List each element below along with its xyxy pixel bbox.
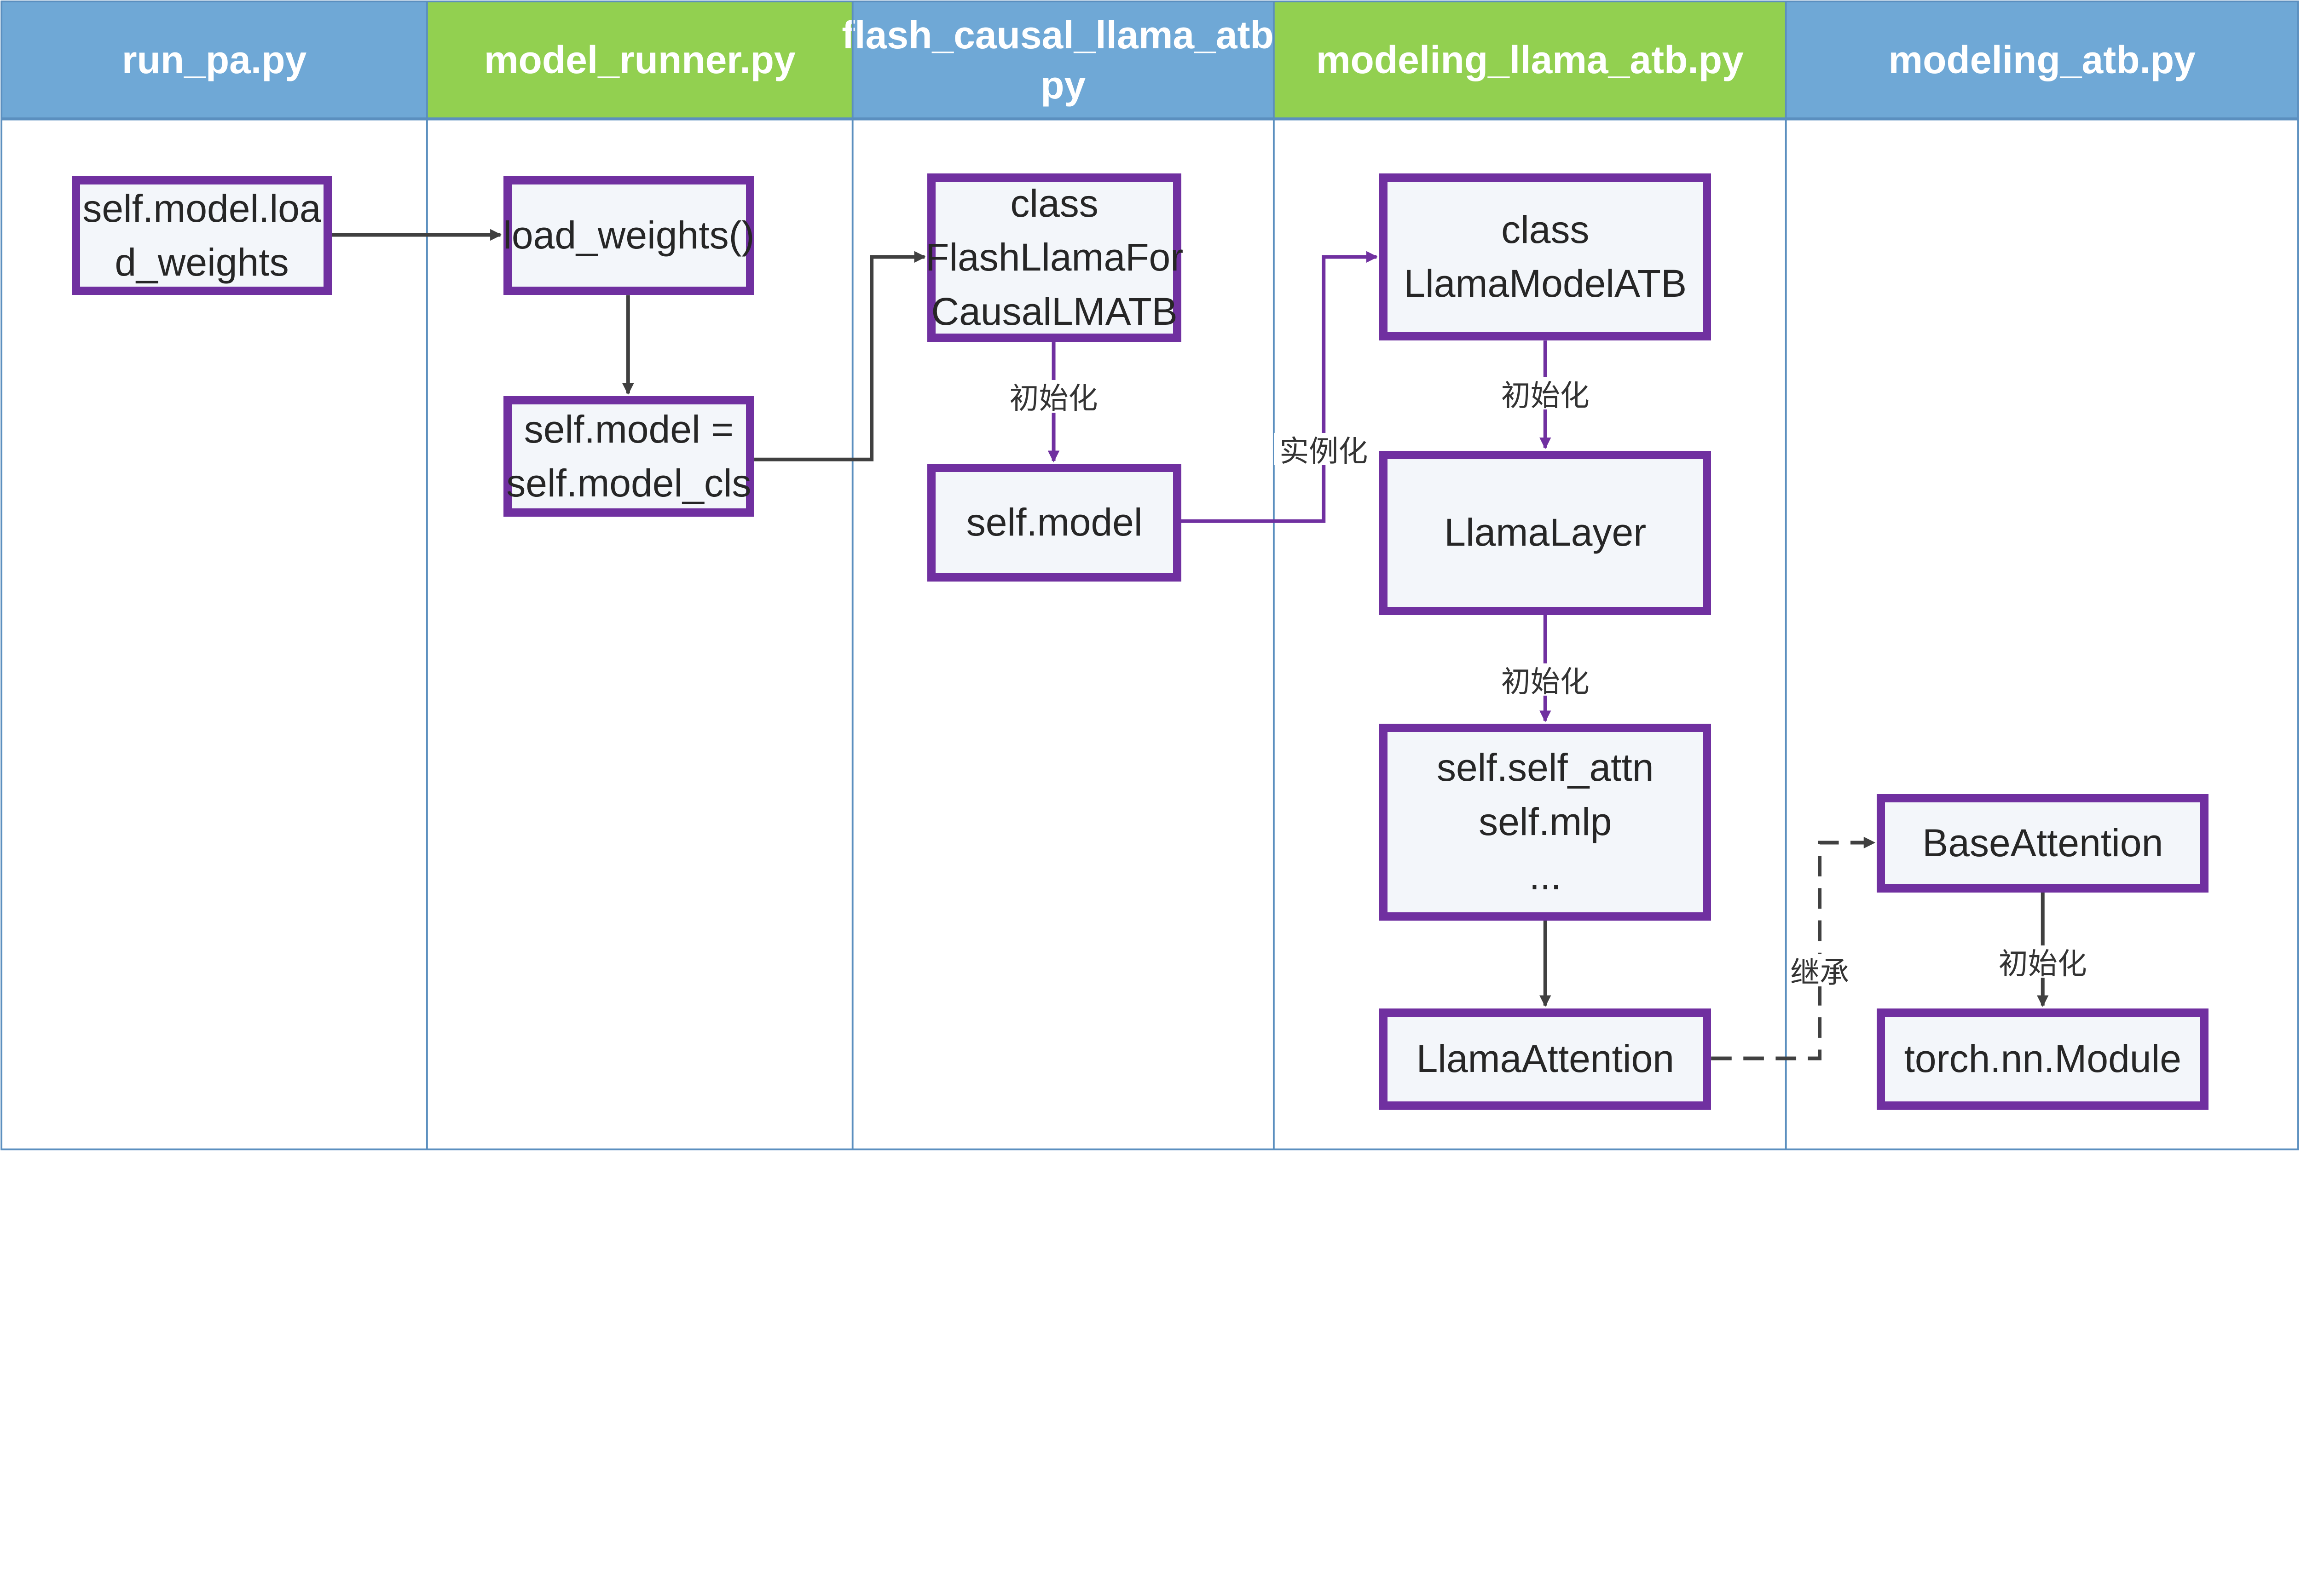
lane-title: model_runner.py <box>484 38 796 82</box>
node-torch-module[interactable]: torch.nn.Module <box>1877 1008 2209 1110</box>
node-text: self.model <box>966 501 1143 544</box>
node-text: self.self_attn <box>1436 746 1654 789</box>
lane-run-pa: run_pa.py <box>1 1 427 119</box>
node-text: BaseAttention <box>1922 821 2163 865</box>
lane-title: run_pa.py <box>121 38 307 82</box>
edge-label-init: 初始化 <box>1999 945 2087 980</box>
lane-title: flash_causal_llama_atb. <box>842 13 1285 57</box>
node-text: class <box>1010 181 1098 225</box>
arrow-model-assign-to-flash-class <box>754 251 926 461</box>
node-text: self.model = <box>524 407 734 451</box>
node-text: CausalLMATB <box>931 289 1178 333</box>
node-llama-model-class[interactable]: class LlamaModelATB <box>1379 173 1711 341</box>
edge-label-inherit: 继承 <box>1790 954 1849 989</box>
swimlane-diagram: run_pa.py model_runner.py flash_causal_l… <box>0 0 2299 1151</box>
lane-borders <box>0 0 2299 1151</box>
node-self-model[interactable]: self.model <box>927 464 1181 582</box>
lane-flash-causal-llama-atb: flash_causal_llama_atb. py <box>842 1 1284 119</box>
node-text: FlashLlamaFor <box>925 236 1184 279</box>
edge-label-init: 初始化 <box>1501 377 1590 412</box>
node-text: class <box>1501 207 1590 251</box>
node-load-call[interactable]: self.model.loa d_weights <box>72 176 332 295</box>
node-model-assign[interactable]: self.model = self.model_cls <box>503 396 755 517</box>
edge-label-instantiate: 实例化 <box>1273 433 1374 468</box>
edge-label-init: 初始化 <box>1501 663 1590 698</box>
arrow-self-model-to-llama-model <box>1181 251 1378 523</box>
lane-title-line2: py <box>1041 63 1086 107</box>
node-text: LlamaModelATB <box>1404 262 1687 305</box>
node-layer-members[interactable]: self.self_attn self.mlp ... <box>1379 724 1711 921</box>
node-text: load_weights() <box>503 213 755 257</box>
node-llama-attention[interactable]: LlamaAttention <box>1379 1008 1711 1110</box>
node-text: LlamaLayer <box>1444 511 1647 554</box>
lane-modeling-llama-atb: modeling_llama_atb.py <box>1273 1 1786 119</box>
lane-title: modeling_llama_atb.py <box>1316 38 1744 82</box>
lane-title: modeling_atb.py <box>1888 38 2196 82</box>
node-flash-class[interactable]: class FlashLlamaFor CausalLMATB <box>925 173 1184 342</box>
node-text: LlamaAttention <box>1416 1037 1674 1081</box>
node-base-attention[interactable]: BaseAttention <box>1877 794 2209 893</box>
node-text: self.model.loa <box>82 186 321 230</box>
node-text: d_weights <box>115 241 289 284</box>
node-text: self.mlp <box>1479 800 1612 843</box>
node-text: torch.nn.Module <box>1904 1037 2181 1081</box>
node-load-weights[interactable]: load_weights() <box>503 176 755 295</box>
lane-model-runner: model_runner.py <box>427 1 853 119</box>
edge-label-init: 初始化 <box>1010 380 1098 415</box>
node-text: ... <box>1529 854 1561 898</box>
lane-modeling-atb: modeling_atb.py <box>1786 1 2298 119</box>
node-text: self.model_cls <box>506 461 752 505</box>
node-llama-layer[interactable]: LlamaLayer <box>1379 450 1711 615</box>
